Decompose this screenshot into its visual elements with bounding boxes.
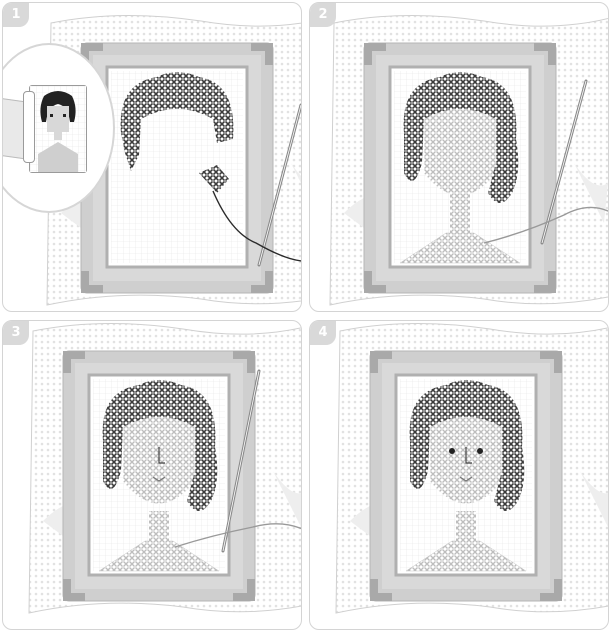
embroidery-scene bbox=[335, 322, 608, 614]
embroidery-scene bbox=[28, 322, 301, 614]
nose-stitch bbox=[158, 447, 165, 464]
shirt-stitches bbox=[399, 232, 521, 264]
pattern-card bbox=[29, 85, 87, 173]
step-2-panel: 2 bbox=[309, 2, 609, 312]
pattern-card-icon bbox=[3, 43, 115, 213]
embroidery-scene bbox=[329, 14, 608, 306]
step-badge: 1 bbox=[3, 3, 29, 27]
frame-corner-clip bbox=[251, 271, 273, 293]
shirt-stitches bbox=[405, 540, 527, 572]
frame-corner-clip bbox=[251, 43, 273, 65]
step-badge: 4 bbox=[310, 321, 336, 345]
pattern-portrait-icon bbox=[30, 86, 86, 172]
frame-corner-clip bbox=[233, 351, 255, 373]
neck-stitches bbox=[456, 511, 476, 543]
pattern-clip bbox=[23, 91, 35, 163]
step-number: 2 bbox=[318, 7, 328, 22]
thread-icon bbox=[212, 190, 301, 262]
frame-corner-clip bbox=[370, 351, 392, 373]
neck-stitches bbox=[149, 511, 169, 543]
scene-group bbox=[28, 322, 301, 614]
hair-stitches bbox=[199, 165, 229, 193]
nose-stitch bbox=[465, 447, 472, 464]
hair-stitches bbox=[403, 72, 519, 203]
step-3-panel: 3 bbox=[2, 320, 302, 630]
hair-stitches bbox=[120, 72, 234, 171]
frame-corner-clip bbox=[540, 579, 562, 601]
frame-corner-clip bbox=[534, 43, 556, 65]
fabric-fold bbox=[580, 471, 608, 527]
frame-corner-clip bbox=[233, 579, 255, 601]
hair-stitches bbox=[409, 380, 525, 511]
step-number: 1 bbox=[11, 7, 21, 22]
right-eye bbox=[477, 448, 483, 454]
scene-group bbox=[329, 14, 608, 306]
needle-shine bbox=[541, 80, 587, 244]
step-4-panel: 4 bbox=[309, 320, 609, 630]
scene-group bbox=[46, 14, 301, 306]
needle-shine bbox=[258, 104, 301, 266]
fabric-fold bbox=[291, 163, 301, 183]
frame-corner-clip bbox=[63, 351, 85, 373]
step-1-panel: 1 bbox=[2, 2, 302, 312]
thread-icon bbox=[174, 523, 301, 548]
mouth-stitch bbox=[459, 476, 473, 482]
fabric-fold bbox=[273, 471, 301, 527]
left-eye bbox=[449, 448, 455, 454]
frame-corner-clip bbox=[364, 43, 386, 65]
frame-corner-clip bbox=[81, 271, 103, 293]
embroidery-scene bbox=[46, 14, 301, 306]
scene-group bbox=[335, 322, 608, 614]
needle-shine bbox=[222, 370, 260, 552]
mouth-stitch bbox=[152, 476, 166, 482]
frame-corner-clip bbox=[370, 579, 392, 601]
face-stitches bbox=[424, 103, 496, 196]
step-number: 3 bbox=[11, 325, 21, 340]
frame-corner-clip bbox=[364, 271, 386, 293]
thread-icon bbox=[483, 206, 608, 244]
frame-corner-clip bbox=[534, 271, 556, 293]
step-badge: 2 bbox=[310, 3, 336, 27]
shirt-stitches bbox=[98, 540, 220, 572]
hair-stitches bbox=[102, 380, 218, 511]
frame-corner-clip bbox=[63, 579, 85, 601]
step-number: 4 bbox=[318, 325, 328, 340]
neck-stitches bbox=[450, 193, 470, 233]
step-badge: 3 bbox=[3, 321, 29, 345]
frame-corner-clip bbox=[540, 351, 562, 373]
